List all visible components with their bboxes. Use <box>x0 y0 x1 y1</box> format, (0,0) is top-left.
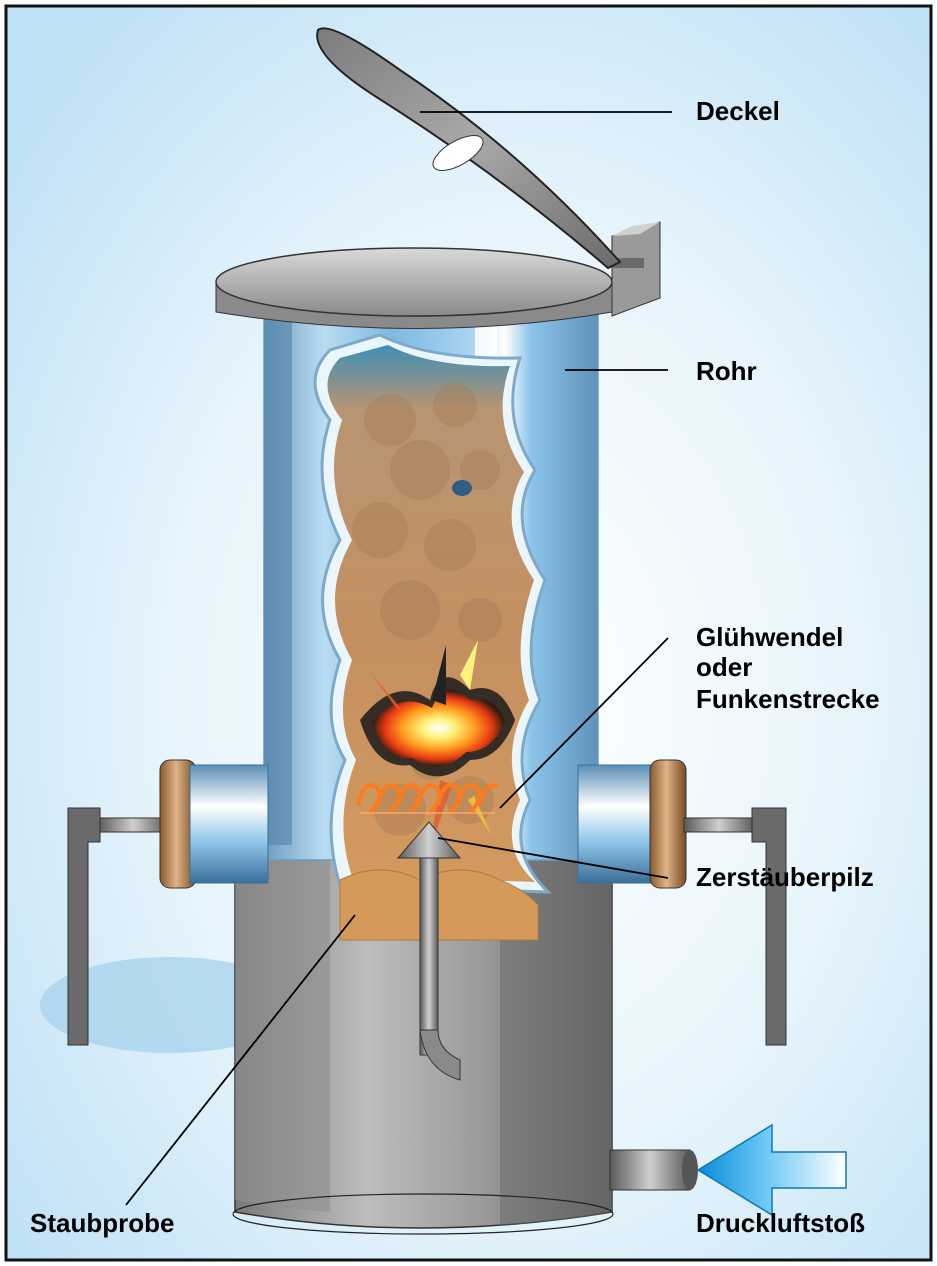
label-igniter-line3: Funkenstrecke <box>696 684 880 714</box>
label-tube: Rohr <box>696 356 757 386</box>
label-sample: Staubprobe <box>30 1208 174 1238</box>
label-nozzle: Zerstäuberpilz <box>696 862 874 892</box>
label-igniter-line1: Glühwendel <box>696 622 843 652</box>
air-inlet-pipe <box>610 1150 698 1190</box>
lid-ring <box>216 248 612 329</box>
label-lid: Deckel <box>696 96 780 126</box>
label-igniter-line2: oder <box>696 652 752 682</box>
label-air: Druckluftstoß <box>696 1208 865 1238</box>
